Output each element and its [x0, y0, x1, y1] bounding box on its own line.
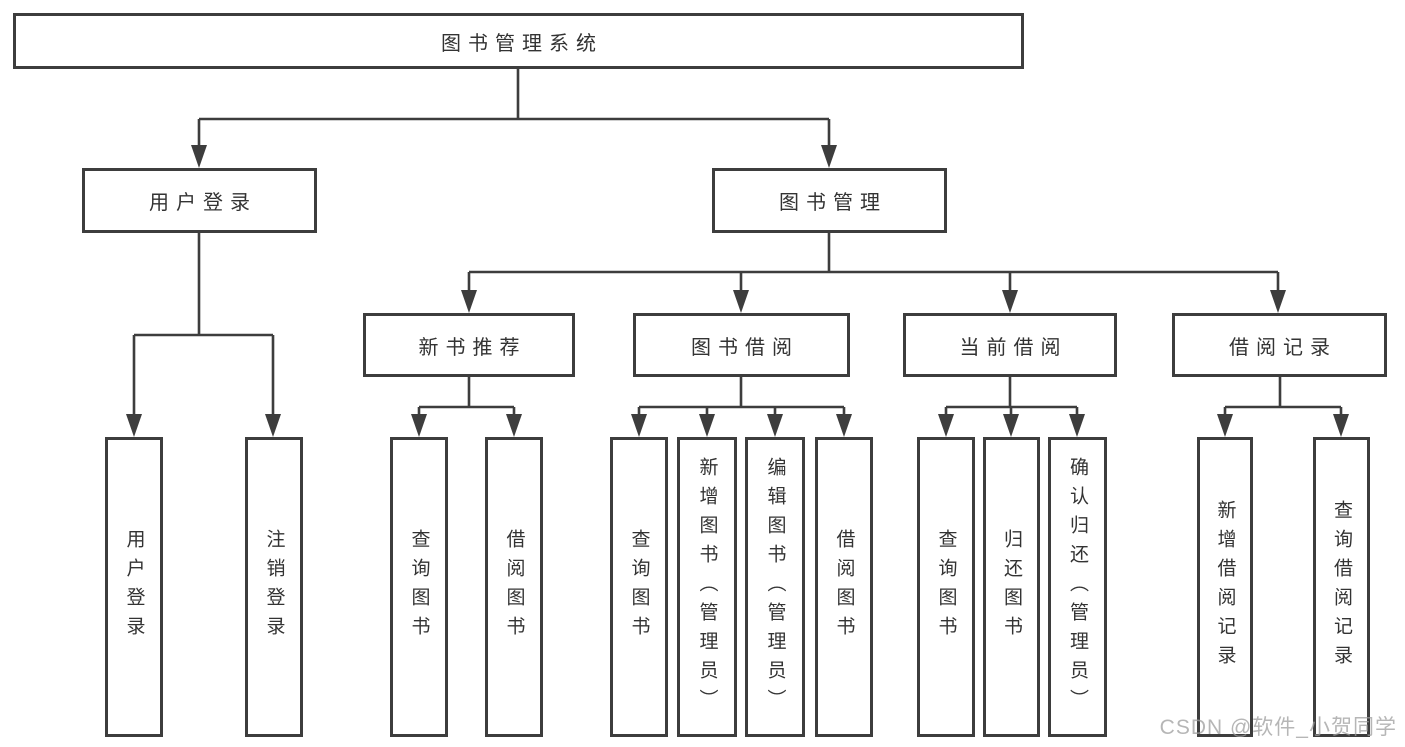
- leaf-query-books-newbooks: 查询图书: [390, 437, 448, 737]
- leaf-confirm-return-admin: 确认归还（管理员）: [1048, 437, 1107, 737]
- leaf-label: 借阅图书: [503, 529, 525, 645]
- node-label: 用户登录: [149, 192, 257, 214]
- watermark: CSDN @软件_小贺同学: [1159, 716, 1397, 739]
- leaf-return-books: 归还图书: [983, 437, 1040, 737]
- leaf-user-login: 用户登录: [105, 437, 163, 737]
- leaf-label: 查询借阅记录: [1331, 500, 1352, 674]
- node-new-book-recommendation: 新书推荐: [363, 313, 575, 377]
- leaf-label: 新增图书（管理员）: [696, 456, 718, 718]
- arrowheads: [126, 145, 1349, 437]
- node-label: 图书借阅: [691, 336, 799, 359]
- leaf-add-borrow-record: 新增借阅记录: [1197, 437, 1253, 737]
- leaf-label: 新增借阅记录: [1214, 500, 1236, 674]
- leaf-label: 归还图书: [1001, 529, 1022, 645]
- node-label: 图书管理系统: [441, 32, 603, 55]
- leaf-label: 编辑图书（管理员）: [764, 456, 786, 718]
- leaf-label: 确认归还（管理员）: [1067, 456, 1088, 718]
- leaf-query-borrow-record: 查询借阅记录: [1313, 437, 1370, 737]
- node-label: 借阅记录: [1229, 336, 1337, 359]
- leaf-label: 查询图书: [935, 529, 957, 645]
- leaf-add-books-admin: 新增图书（管理员）: [677, 437, 737, 737]
- node-current-borrowing: 当前借阅: [903, 313, 1117, 377]
- node-library-management-system: 图书管理系统: [13, 13, 1024, 69]
- leaf-edit-books-admin: 编辑图书（管理员）: [745, 437, 805, 737]
- leaf-borrow-books-newbooks: 借阅图书: [485, 437, 543, 737]
- leaf-query-books-current: 查询图书: [917, 437, 975, 737]
- leaf-label: 查询图书: [408, 529, 430, 645]
- node-label: 图书管理: [779, 192, 887, 214]
- leaf-query-books-borrowing: 查询图书: [610, 437, 668, 737]
- leaf-logout-login: 注销登录: [245, 437, 303, 737]
- leaf-label: 借阅图书: [833, 529, 855, 645]
- leaf-label: 查询图书: [628, 529, 650, 645]
- leaf-label: 用户登录: [123, 529, 145, 645]
- leaf-borrow-books-borrowing: 借阅图书: [815, 437, 873, 737]
- node-borrowing-records: 借阅记录: [1172, 313, 1387, 377]
- node-book-management: 图书管理: [712, 168, 947, 233]
- node-user-login: 用户登录: [82, 168, 317, 233]
- node-book-borrowing: 图书借阅: [633, 313, 850, 377]
- leaf-label: 注销登录: [263, 529, 285, 645]
- node-label: 新书推荐: [418, 336, 527, 359]
- node-label: 当前借阅: [959, 336, 1068, 359]
